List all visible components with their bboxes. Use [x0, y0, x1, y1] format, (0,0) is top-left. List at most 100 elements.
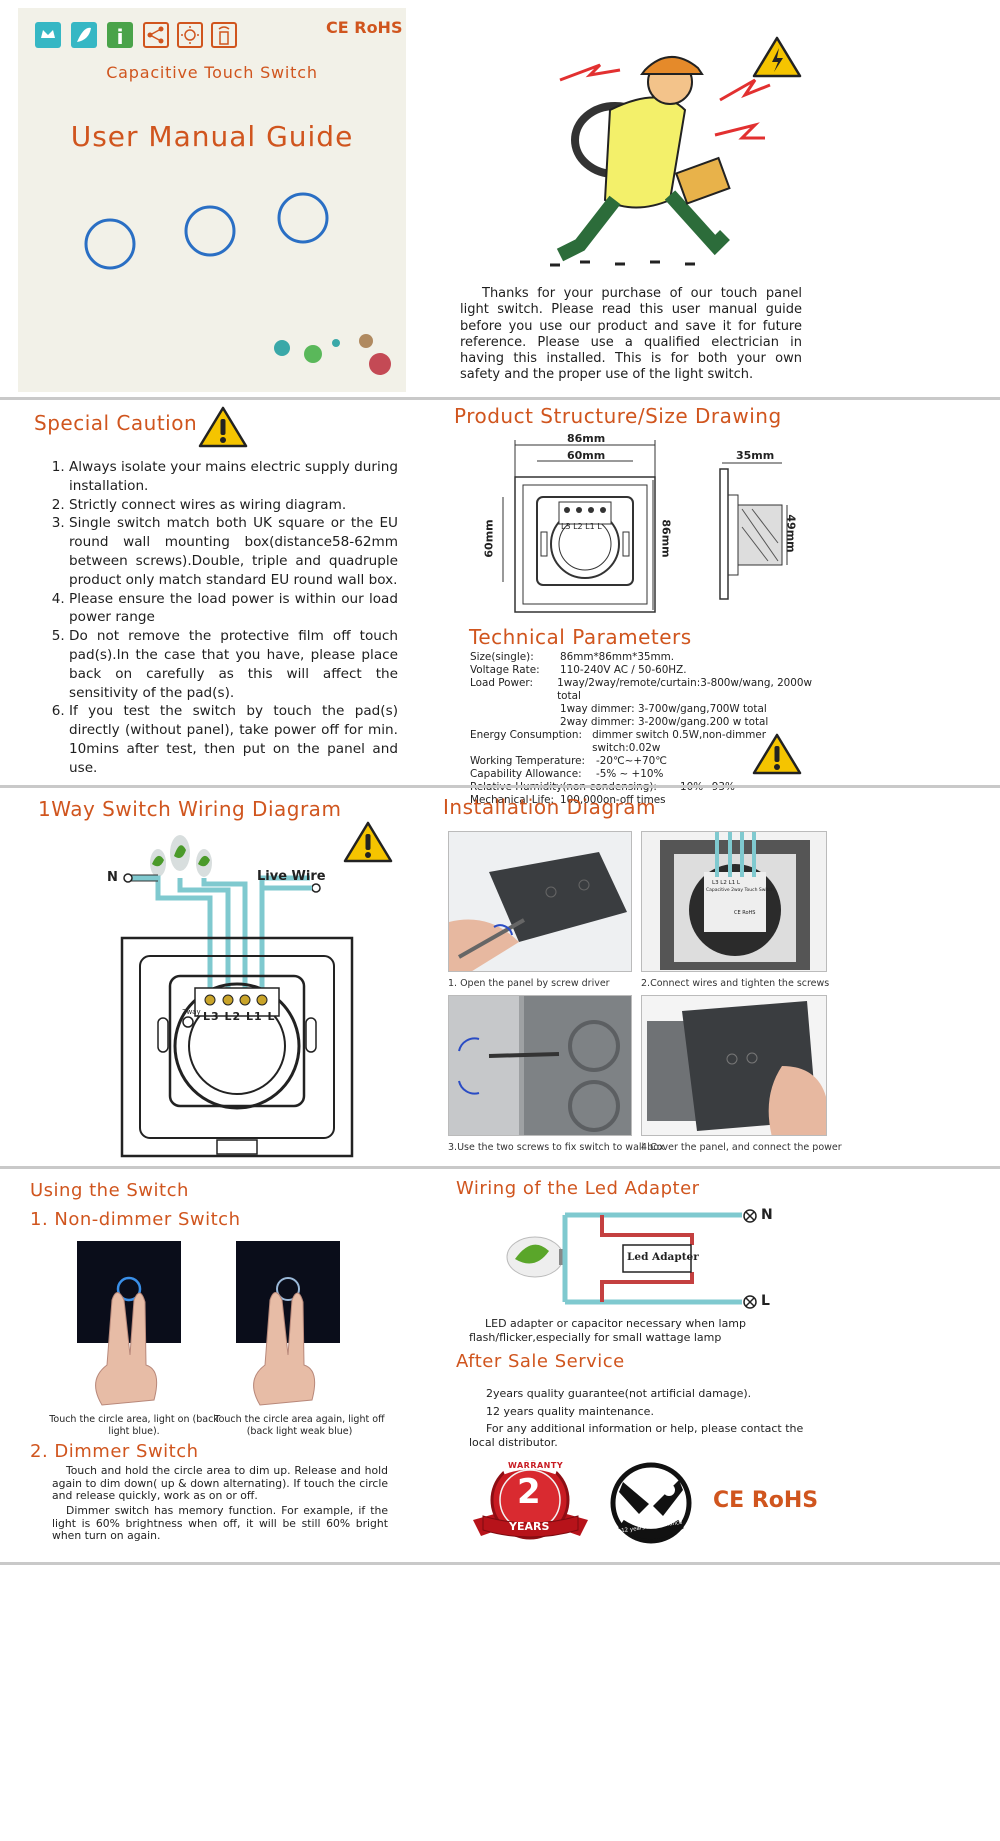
leaf-icon — [71, 22, 97, 48]
led-adapter-label: Led Adapter — [627, 1251, 699, 1263]
warning-icon — [752, 36, 802, 78]
warranty-badge: WARRANTY 2 YEARS — [473, 1458, 588, 1550]
install-photo-2: L3 L2 L1 L Capacitive 2way Touch Switch … — [641, 831, 827, 972]
deco-dot — [274, 340, 290, 356]
warranty-bottom: YEARS — [509, 1520, 550, 1533]
tech-row: 2way dimmer: 3-200w/gang.200 w total — [560, 716, 769, 728]
install-label-terminals: L3 L2 L1 L — [712, 880, 740, 886]
cover-cert: CE RoHS — [326, 18, 403, 37]
info-icon: i — [107, 22, 133, 49]
warranty-number: 2 — [517, 1472, 541, 1512]
touch-circle-3 — [277, 192, 329, 244]
light-icon — [177, 22, 203, 48]
dimmer-p1: Touch and hold the circle area to dim up… — [52, 1464, 388, 1502]
nondimmer-heading: 1. Non-dimmer Switch — [30, 1209, 241, 1230]
install-photo-3 — [448, 995, 632, 1136]
caution-warning-icon — [198, 406, 248, 448]
tech-row: Capability Allowance:-5% ~ +10% — [470, 768, 664, 780]
caution-item: Single switch match both UK square or th… — [69, 514, 398, 589]
led-l-label: L — [761, 1293, 770, 1309]
intro-text: Thanks for your purchase of our touch pa… — [460, 286, 802, 383]
caution-item: Please ensure the load power is within o… — [69, 590, 398, 628]
dim-depth-height: 49mm — [784, 514, 798, 553]
hand-touch-on — [95, 1292, 158, 1406]
footer-cert: CE RoHS — [713, 1488, 819, 1513]
wiring-diagram: N Live Wire L3 L2 L1 L 2way — [100, 828, 430, 1163]
wiring-live-label: Live Wire — [257, 869, 326, 884]
cover-icon-row: i — [33, 20, 273, 50]
bulb-icon — [150, 849, 166, 877]
deco-dot — [304, 345, 322, 363]
tech-row: Load Power:1way/2way/remote/curtain:3-80… — [470, 677, 813, 702]
tech-row: Working Temperature:-20℃~+70℃ — [470, 755, 667, 767]
install-step-3: 3.Use the two screws to fix switch to wa… — [448, 1142, 665, 1153]
install-photo-4 — [641, 995, 827, 1136]
dim-outer-height: 86mm — [659, 519, 673, 558]
size-drawing-side: 35mm 49mm — [712, 447, 802, 607]
dimmer-heading: 2. Dimmer Switch — [30, 1441, 199, 1462]
wiring-n-label: N — [107, 870, 118, 885]
cover-subtitle: Capacitive Touch Switch — [106, 63, 318, 82]
touch-panel-off — [236, 1241, 340, 1343]
luxury-icon — [35, 22, 61, 48]
dim-inner-width: 60mm — [567, 449, 606, 462]
install-label-cert: CE RoHS — [734, 910, 756, 916]
hand-touch-off — [253, 1292, 316, 1406]
wiring-2way-label: 2way — [182, 1008, 201, 1016]
dimmer-p2: Dimmer switch has memory function. For e… — [52, 1504, 388, 1542]
touch-panel-on — [77, 1241, 181, 1343]
caution-item: Do not remove the protective film off to… — [69, 627, 398, 702]
maintenance-badge: 12 years maintenance — [607, 1462, 695, 1544]
dim-inner-height: 60mm — [482, 519, 496, 558]
size-drawing-front: 86mm 60mm 60mm 86mm L3 L2 L1 L — [482, 432, 685, 617]
wiring-heading: 1Way Switch Wiring Diagram — [38, 797, 342, 821]
svg-text:i: i — [117, 25, 124, 49]
touch-circle-1 — [84, 218, 136, 270]
led-heading: Wiring of the Led Adapter — [456, 1178, 700, 1199]
touch-circle-2 — [184, 205, 236, 257]
aftersale-line-2: 12 years quality maintenance. — [486, 1405, 654, 1418]
led-bulb-icon — [506, 1236, 567, 1278]
install-step-1: 1. Open the panel by screw driver — [448, 978, 610, 989]
structure-heading: Product Structure/Size Drawing — [454, 404, 782, 428]
share-icon — [143, 22, 169, 48]
led-n-label: N — [761, 1207, 773, 1223]
tech-warning-icon — [752, 733, 802, 775]
section-divider — [0, 785, 1000, 788]
tech-heading: Technical Parameters — [469, 625, 692, 649]
aftersale-line-3: For any additional information or help, … — [469, 1422, 804, 1449]
deco-dot — [369, 353, 391, 375]
bottom-rule — [0, 1562, 1000, 1565]
cover-title: User Manual Guide — [70, 120, 354, 153]
aftersale-line-1: 2years quality guarantee(not artificial … — [486, 1387, 752, 1400]
using-heading: Using the Switch — [30, 1180, 189, 1201]
deco-dot — [332, 339, 340, 347]
tech-row: 1way dimmer: 3-700w/gang,700W total — [560, 703, 767, 715]
aftersale-heading: After Sale Service — [456, 1351, 625, 1372]
drawing-terminals: L3 L2 L1 L — [561, 522, 602, 531]
remote-icon — [211, 22, 237, 48]
install-step-2: 2.Connect wires and tighten the screws — [641, 978, 830, 989]
bulb-icon — [170, 835, 190, 871]
electrician-illustration — [550, 56, 771, 267]
section-divider — [0, 1166, 1000, 1169]
caution-item: Always isolate your mains electric suppl… — [69, 458, 398, 496]
install-photo-1 — [448, 831, 632, 972]
wiring-terminal-labels: L3 L2 L1 L — [203, 1010, 276, 1023]
cover-icons: i — [35, 22, 237, 49]
caution-heading: Special Caution — [34, 411, 198, 435]
install-step-4: 4.Cover the panel, and connect the power — [641, 1142, 842, 1153]
install-label-title: Capacitive 2way Touch Switch — [706, 888, 774, 893]
tech-row: Energy Consumption:dimmer switch 0.5W,no… — [470, 729, 767, 754]
bulb-icon — [196, 849, 212, 877]
tech-row: Voltage Rate:110-240V AC / 50-60HZ. — [470, 664, 687, 676]
caution-item: If you test the switch by touch the pad(… — [69, 702, 398, 777]
dim-outer-width: 86mm — [567, 432, 606, 445]
tech-row: Mechanical Life:100,000on-off times — [470, 794, 666, 806]
deco-dot — [359, 334, 373, 348]
caption-on: Touch the circle area, light on (back li… — [49, 1414, 219, 1437]
install-heading: Installation Diagram — [443, 795, 656, 819]
tech-row: Size(single):86mm*86mm*35mm. — [470, 651, 675, 663]
cover-touch-circles — [84, 192, 391, 375]
warranty-top: WARRANTY — [508, 1461, 564, 1470]
